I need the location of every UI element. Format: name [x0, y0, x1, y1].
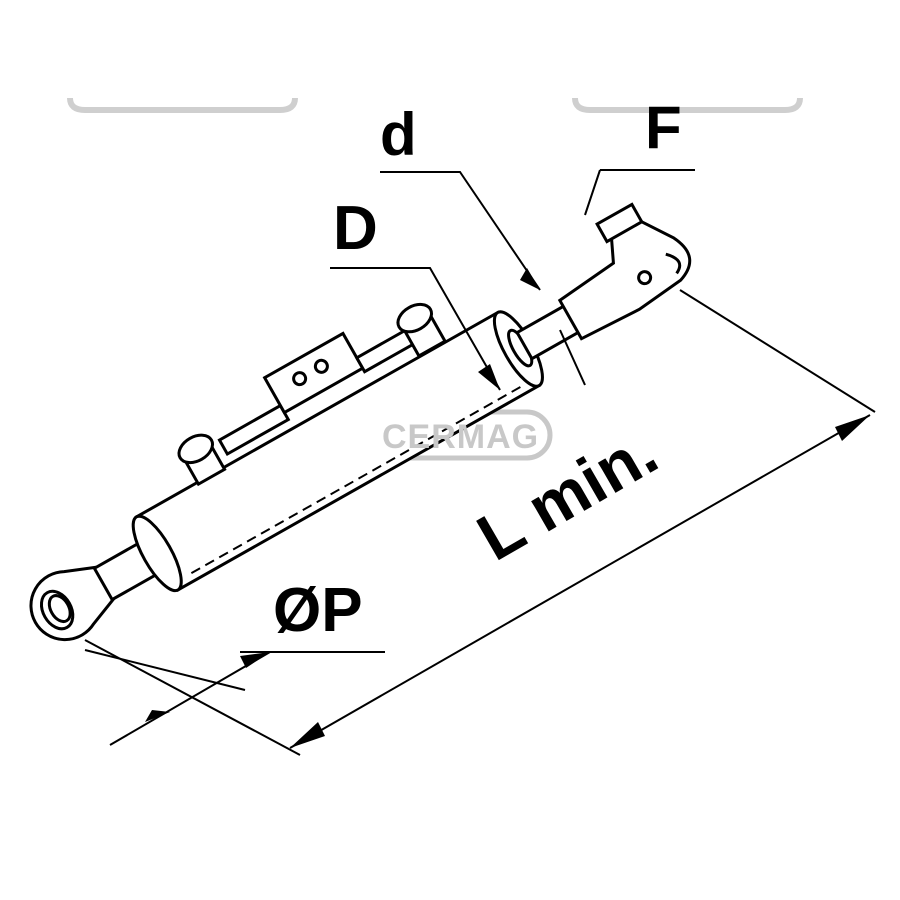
label-coupling: F	[645, 94, 682, 161]
hydraulic-ports	[177, 302, 448, 487]
watermark-top-right	[572, 97, 803, 113]
label-rod-diameter: d	[380, 101, 417, 168]
watermark-logo: CERMAG	[382, 418, 540, 456]
quick-hook	[557, 202, 692, 341]
cylinder-assembly	[29, 202, 692, 642]
dimension-arrows	[145, 268, 870, 748]
dimension-lines	[84, 169, 876, 756]
label-pin-diameter: ØP	[273, 576, 363, 645]
label-bore-diameter: D	[333, 194, 378, 263]
watermark-top-left	[67, 97, 298, 113]
